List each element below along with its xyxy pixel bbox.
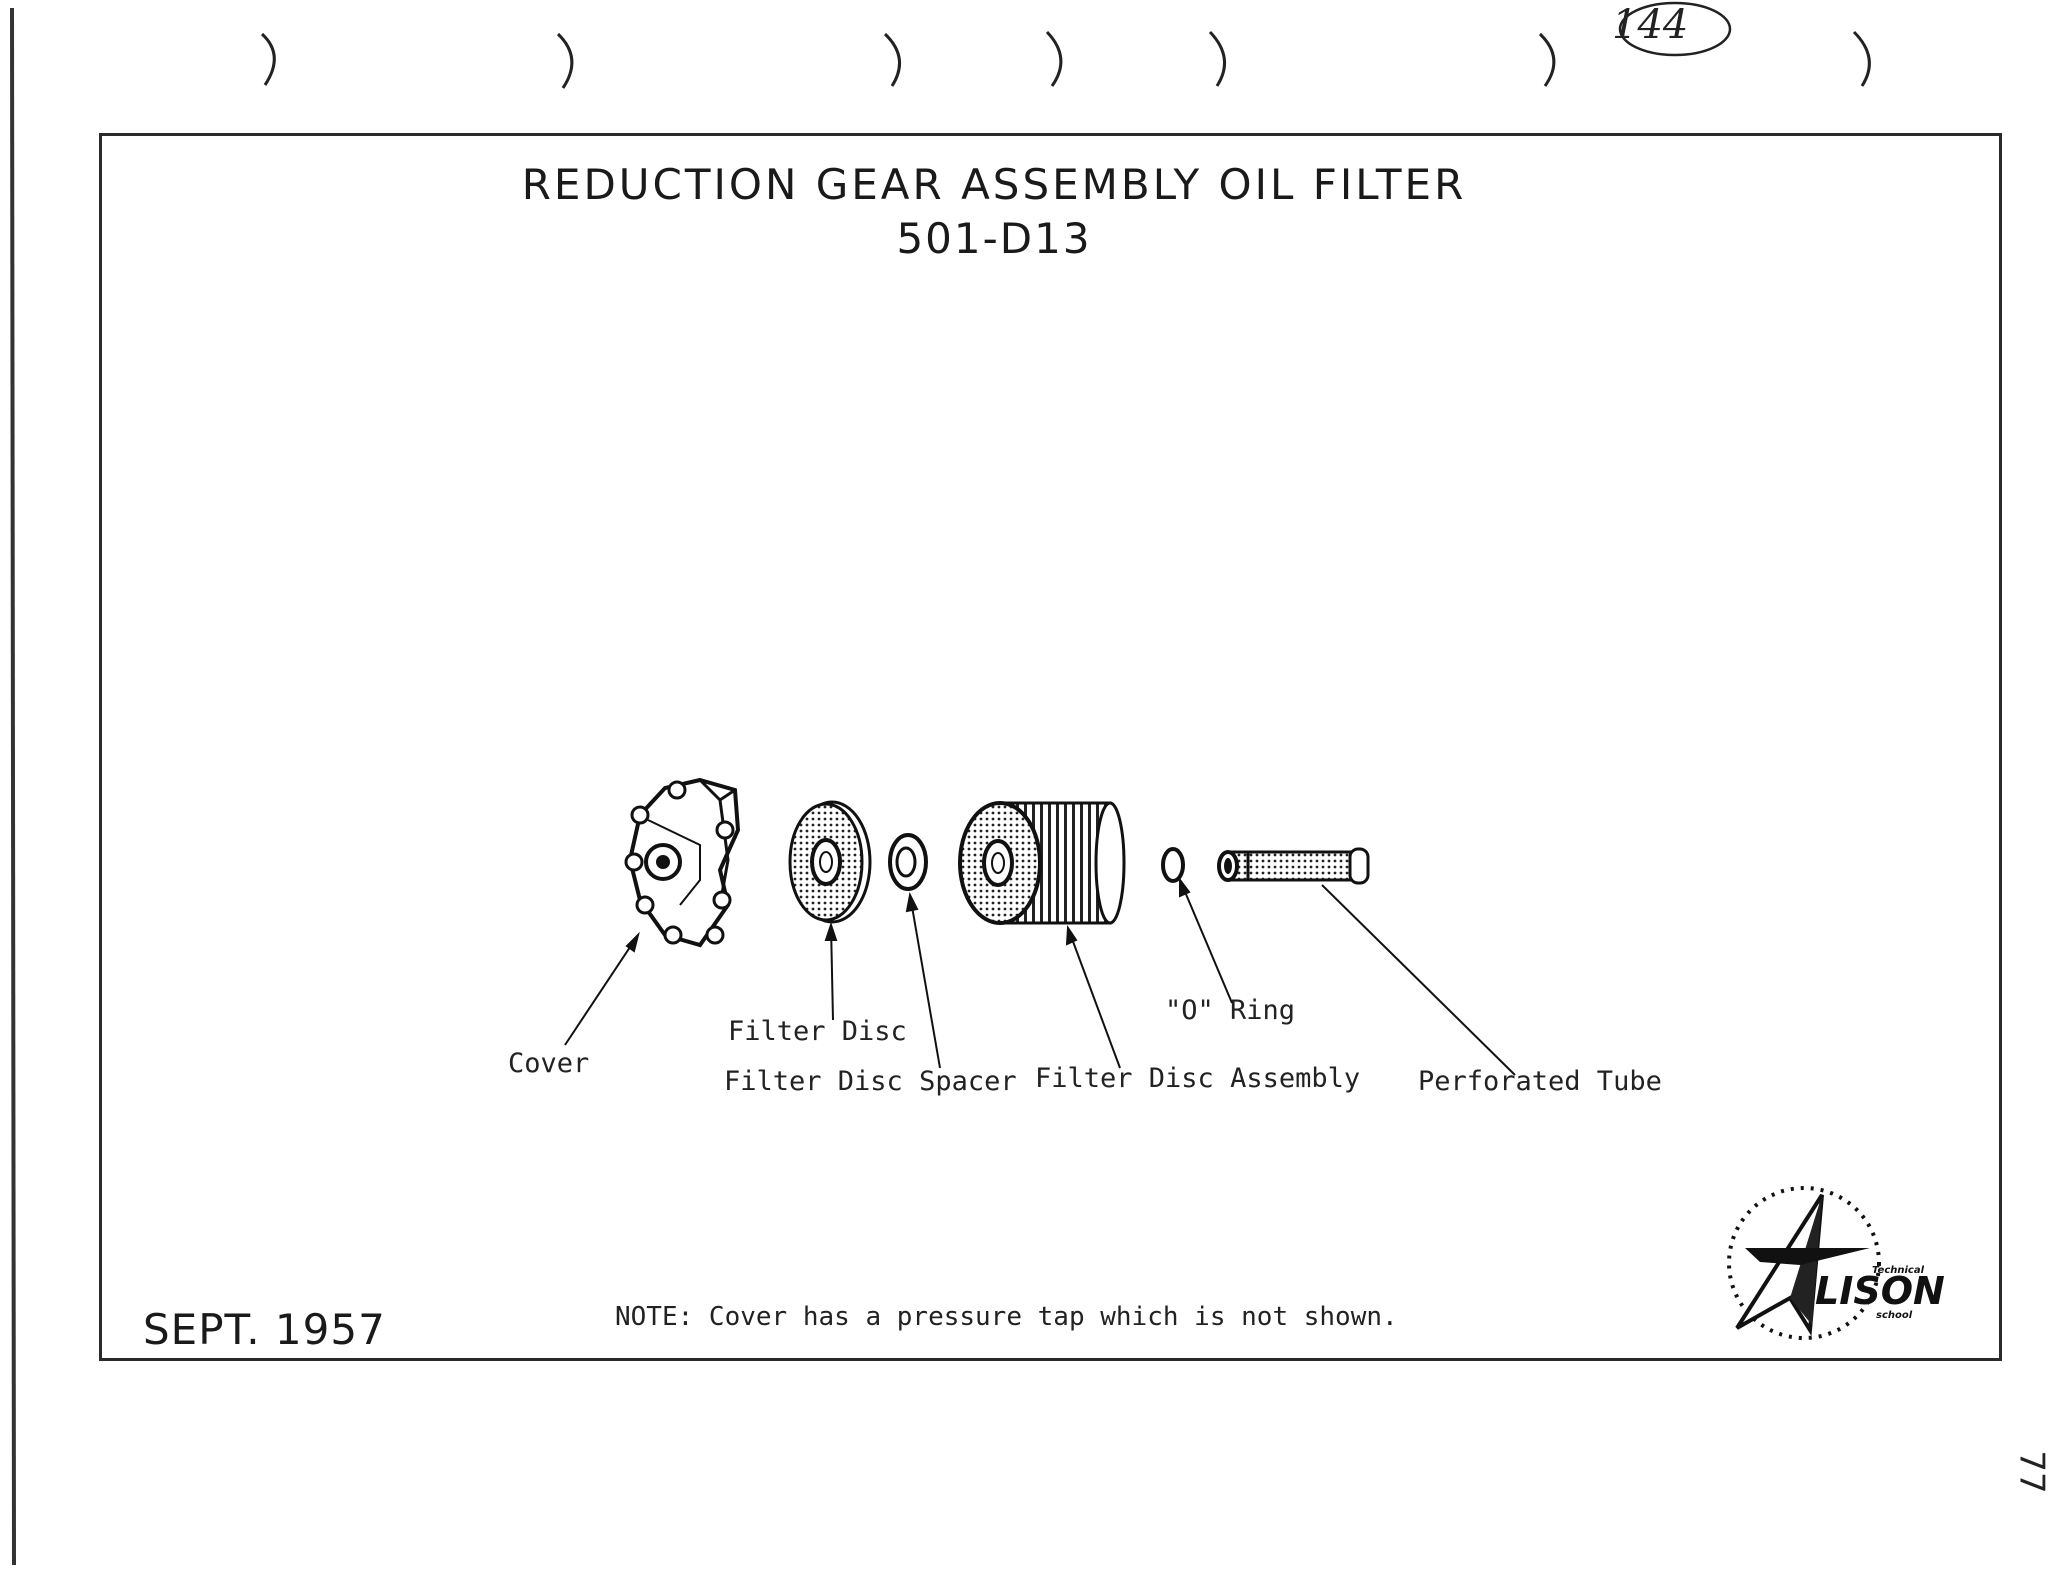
arrowhead (905, 891, 919, 913)
side-page-number: 77 (2011, 1450, 2048, 1494)
diagram-frame (99, 133, 2002, 1361)
binder-hole-mark (260, 32, 276, 86)
leader-spacer (909, 894, 941, 1069)
publication-date: SEPT. 1957 (143, 1305, 386, 1354)
left-edge-line (10, 7, 16, 1566)
logo-wordmark: LISON (1815, 1269, 1945, 1313)
diagram-title: REDUCTION GEAR ASSEMBLY OIL FILTER (521, 160, 1467, 209)
arrowhead (824, 921, 838, 941)
binder-hole-mark (1852, 30, 1871, 87)
cover-part (624, 777, 741, 948)
binder-hole-mark (1538, 32, 1556, 87)
o-ring-part (1161, 847, 1185, 883)
binder-holes (260, 30, 1871, 89)
leader-cover (564, 934, 639, 1046)
filter-disc-assembly-part (958, 801, 1126, 925)
diagram-note: NOTE: Cover has a pressure tap which is … (615, 1302, 1398, 1332)
perforated-tube-part (1217, 847, 1370, 885)
leader-lines (564, 877, 1516, 1076)
arrowhead (1065, 924, 1078, 946)
binder-hole-mark (1045, 30, 1063, 87)
page-number-circle (1618, 1, 1732, 57)
binder-hole-mark (1208, 30, 1227, 87)
logo-subtext-bottom: school (1876, 1310, 1913, 1321)
allison-logo: LISON Technical school (1727, 1186, 1945, 1340)
arrowhead (1179, 877, 1191, 898)
binder-hole-mark (883, 32, 901, 87)
filter-disc-spacer-part (888, 833, 928, 891)
leader-filter-disc-assembly (1067, 927, 1121, 1069)
leader-o-ring (1179, 879, 1233, 1004)
arrowhead (625, 931, 640, 953)
leader-perforated-tube (1321, 884, 1516, 1076)
label-filter-disc: Filter Disc (728, 1016, 907, 1047)
filter-disc-part (788, 800, 872, 924)
label-cover: Cover (508, 1048, 590, 1079)
label-perforated-tube: Perforated Tube (1418, 1066, 1662, 1097)
model-number: 501-D13 (896, 214, 1092, 263)
page-number: 144 (1612, 2, 1689, 48)
label-filter-disc-spacer: Filter Disc Spacer (724, 1066, 1017, 1097)
label-filter-disc-assembly: Filter Disc Assembly (1035, 1063, 1361, 1094)
logo-subtext-top: Technical (1872, 1265, 1925, 1276)
binder-hole-mark (556, 32, 574, 89)
label-o-ring: "O" Ring (1165, 995, 1296, 1026)
